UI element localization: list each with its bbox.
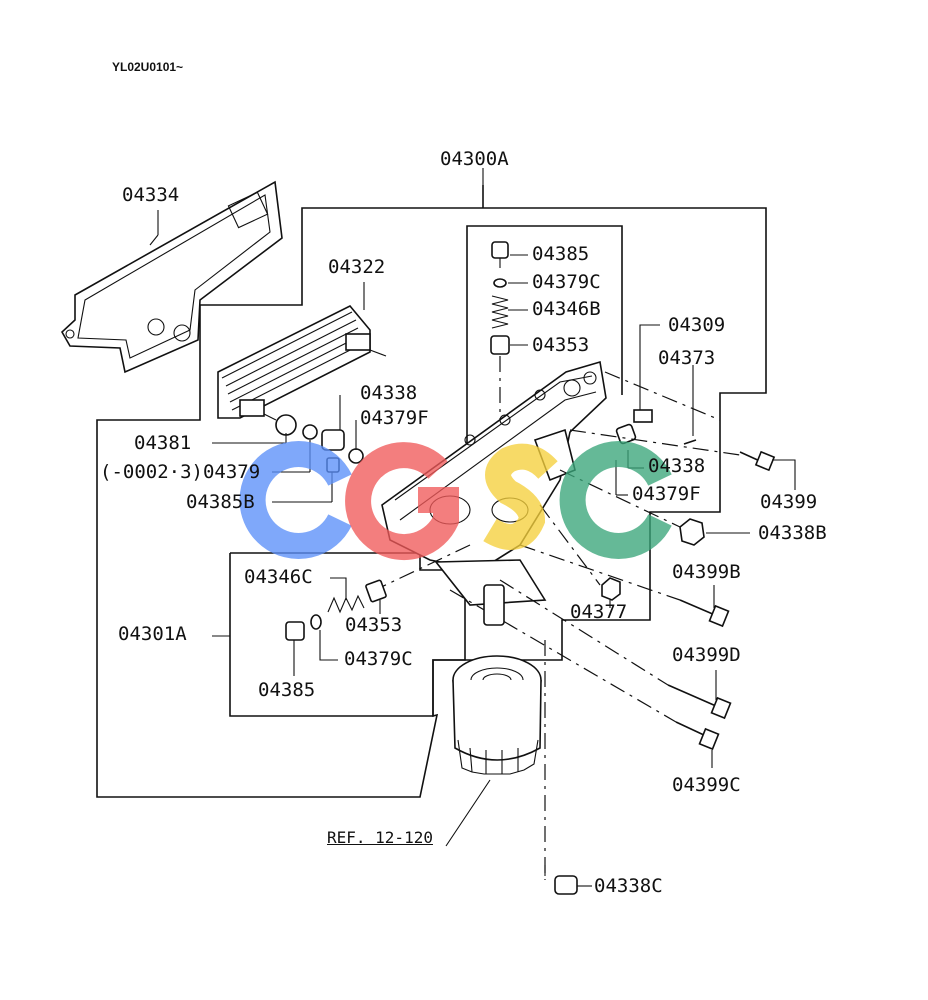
- part-label-04399D[interactable]: 04399D: [672, 644, 741, 666]
- part-label-04379C-bottom[interactable]: 04379C: [344, 648, 413, 670]
- reference-link[interactable]: REF. 12-120: [327, 828, 433, 847]
- part-label-04399[interactable]: 04399: [760, 491, 818, 513]
- part-label-04338B[interactable]: 04338B: [758, 522, 827, 544]
- part-label-04381[interactable]: 04381: [134, 432, 192, 454]
- plug-04338-right: [615, 423, 637, 445]
- part-label-04338-left[interactable]: 04338: [360, 382, 418, 404]
- bolt-04399B: [679, 585, 730, 628]
- part-label-04346C[interactable]: 04346C: [244, 566, 313, 588]
- part-label-04334[interactable]: 04334: [122, 184, 180, 206]
- watermark-letter-s: [483, 443, 558, 550]
- o-ring-04379C-top: [493, 278, 507, 288]
- part-label-04322[interactable]: 04322: [328, 256, 386, 278]
- part-label-04399C[interactable]: 04399C: [672, 774, 741, 796]
- valve-04353-top: [490, 335, 510, 355]
- bolt-04399: [739, 450, 796, 490]
- part-label-04309[interactable]: 04309: [668, 314, 726, 336]
- part-label-04338-right[interactable]: 04338: [648, 455, 706, 477]
- watermark-logo: [239, 441, 672, 561]
- plug-04338-left: [321, 429, 345, 451]
- bracket-04309: [633, 409, 653, 423]
- watermark-letter-g: [345, 442, 459, 561]
- part-label-04379-note[interactable]: (-0002·3)04379: [100, 461, 261, 483]
- part-label-04379F-left[interactable]: 04379F: [360, 407, 429, 429]
- serial-range: YL02U0101~: [112, 60, 184, 74]
- plug-04385-top: [491, 241, 509, 259]
- plug-04385-bottom: [285, 621, 305, 641]
- valve-04353-bottom: [365, 579, 387, 603]
- part-label-04379C-top[interactable]: 04379C: [532, 271, 601, 293]
- part-label-04301A[interactable]: 04301A: [118, 623, 187, 645]
- watermark-letter-c2: [559, 441, 672, 559]
- part-label-04353-top[interactable]: 04353: [532, 334, 590, 356]
- o-ring-04379: [302, 424, 318, 440]
- part-label-04377[interactable]: 04377: [570, 601, 628, 623]
- nut-04338B: [679, 518, 705, 546]
- sub-assembly-outline: [229, 552, 466, 717]
- inner-outline: [466, 225, 623, 505]
- part-label-04300A[interactable]: 04300A: [440, 148, 509, 170]
- part-label-04338C[interactable]: 04338C: [594, 875, 663, 897]
- gasket-04334: [60, 180, 283, 374]
- bolt-04399D: [667, 670, 732, 720]
- plug-04338C: [554, 875, 578, 895]
- part-label-04346B[interactable]: 04346B: [532, 298, 601, 320]
- part-label-04353-bottom[interactable]: 04353: [345, 614, 403, 636]
- nut-04377: [601, 577, 621, 601]
- o-ring-04381: [275, 414, 297, 436]
- spring-04346B: [491, 295, 509, 329]
- part-label-04385-bottom[interactable]: 04385: [258, 679, 316, 701]
- bolt-04399C: [675, 721, 720, 768]
- o-ring-04379C-bottom: [310, 614, 322, 630]
- watermark-letter-c1: [239, 441, 352, 559]
- screw-04373: [683, 439, 697, 445]
- part-label-04385-top[interactable]: 04385: [532, 243, 590, 265]
- oil-filter: [452, 655, 542, 775]
- part-label-04385B[interactable]: 04385B: [186, 491, 255, 513]
- part-label-04379F-right[interactable]: 04379F: [632, 483, 701, 505]
- oil-cooler-04322: [217, 282, 387, 421]
- part-label-04373[interactable]: 04373: [658, 347, 716, 369]
- part-label-04399B[interactable]: 04399B: [672, 561, 741, 583]
